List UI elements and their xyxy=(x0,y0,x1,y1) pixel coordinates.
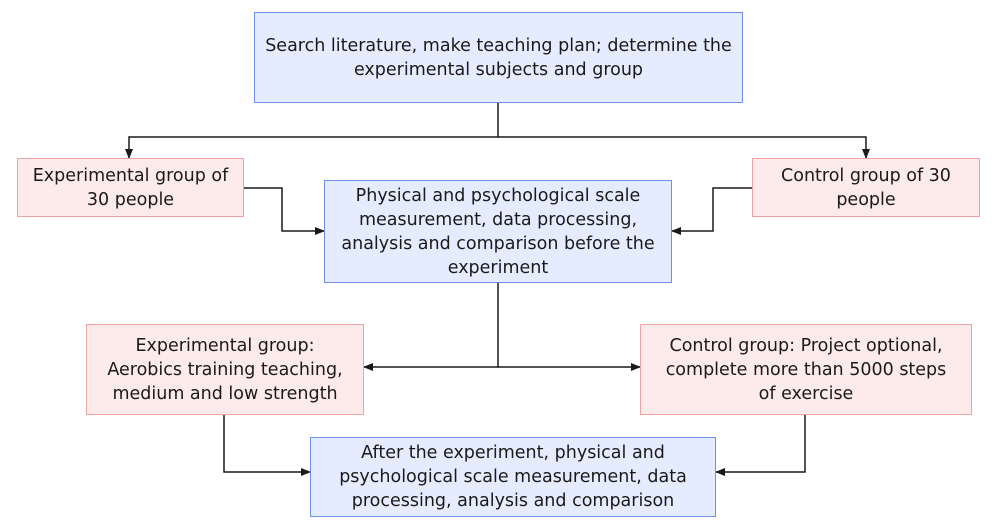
node-experimental-group-label: Experimental group of 30 people xyxy=(32,165,229,210)
node-control-group: Control group of 30 people xyxy=(752,158,980,217)
node-experimental-training-label: Experimental group: Aerobics training te… xyxy=(107,335,343,404)
node-post-experiment-measurement: After the experiment, physical and psych… xyxy=(310,437,716,517)
node-post-experiment-measurement-label: After the experiment, physical and psych… xyxy=(339,443,687,511)
node-pre-experiment-measurement-label: Physical and psychological scale measure… xyxy=(341,185,655,278)
node-control-group-label: Control group of 30 people xyxy=(781,165,951,210)
edge-exp-training-to-post-measure xyxy=(223,415,311,476)
edge-ctrl-training-to-post-measure xyxy=(715,415,806,476)
edge-ctrl-group-to-pre-measure xyxy=(671,187,752,235)
edge-pre-measure-to-exp-training xyxy=(363,283,499,371)
edge-top-to-ctrl-group xyxy=(498,136,870,159)
edge-top-to-exp-group xyxy=(125,103,499,159)
node-control-training: Control group: Project optional, complet… xyxy=(640,324,972,415)
node-literature-search: Search literature, make teaching plan; d… xyxy=(254,12,743,103)
node-control-training-label: Control group: Project optional, complet… xyxy=(665,335,947,404)
node-experimental-training: Experimental group: Aerobics training te… xyxy=(86,324,364,415)
node-experimental-group: Experimental group of 30 people xyxy=(17,158,244,217)
node-pre-experiment-measurement: Physical and psychological scale measure… xyxy=(324,180,672,283)
edge-exp-group-to-pre-measure xyxy=(244,187,325,235)
node-literature-search-label: Search literature, make teaching plan; d… xyxy=(265,35,732,80)
